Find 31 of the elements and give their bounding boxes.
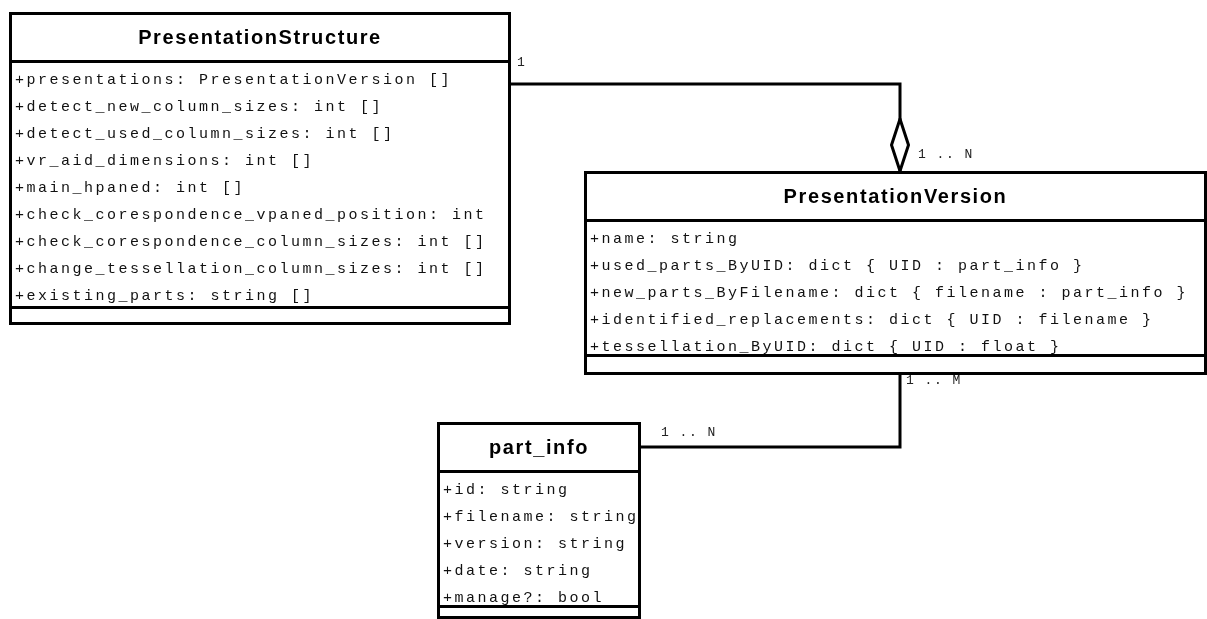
class-name: PresentationStructure [138, 26, 382, 49]
attribute-text: +date: string [443, 562, 593, 582]
class-box [584, 171, 1207, 375]
attribute-text: +used_parts_ByUID: dict { UID : part_info } [590, 257, 1085, 277]
attribute-text: +detect_new_column_sizes: int [] [15, 98, 384, 118]
attribute-text: +presentations: PresentationVersion [] [15, 71, 453, 91]
attribute-text: +manage?: bool [443, 589, 605, 609]
attribute-text: +check_corespondence_vpaned_position: int [15, 206, 487, 226]
attribute-text: +check_corespondence_column_sizes: int [] [15, 233, 487, 253]
class-box [437, 422, 641, 619]
aggregation-line [511, 82, 910, 173]
multiplicity-label: 1 .. M [906, 373, 962, 388]
attribute-text: +id: string [443, 481, 570, 501]
class-box [9, 12, 511, 325]
attribute-text: +filename: string [443, 508, 639, 528]
attribute-text: +identified_replacements: dict { UID : filename } [590, 311, 1154, 331]
attribute-text: +detect_used_column_sizes: int [] [15, 125, 395, 145]
class-name: PresentationVersion [783, 185, 1008, 208]
multiplicity-label: 1 .. N [661, 425, 717, 440]
attribute-text: +version: string [443, 535, 628, 555]
multiplicity-label: 1 .. N [918, 147, 974, 162]
attribute-text: +name: string [590, 230, 740, 250]
attribute-text: +vr_aid_dimensions: int [] [15, 152, 315, 172]
attribute-text: +existing_parts: string [] [15, 287, 315, 307]
class-name: part_info [489, 436, 589, 459]
attribute-text: +tessellation_ByUID: dict { UID : float } [590, 338, 1062, 358]
multiplicity-label: 1 [517, 55, 527, 70]
attribute-text: +change_tessellation_column_sizes: int [] [15, 260, 487, 280]
attribute-text: +main_hpaned: int [] [15, 179, 246, 199]
association-line [641, 375, 902, 449]
attribute-text: +new_parts_ByFilename: dict { filename : part_info } [590, 284, 1189, 304]
